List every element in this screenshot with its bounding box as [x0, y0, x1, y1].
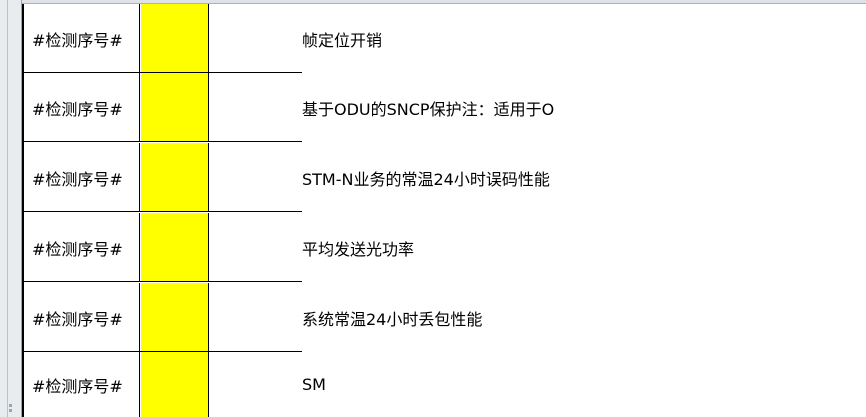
table-row: #检测序号# 基于ODU的SNCP保护注：适用于O: [24, 73, 866, 142]
table-row: #检测序号# STM-N业务的常温24小时误码性能: [24, 143, 866, 212]
cell-empty[interactable]: [209, 283, 302, 352]
spreadsheet-grid: #检测序号# 帧定位开销 #检测序号# 基于ODU的SNCP保护注：适用于O #…: [22, 4, 866, 417]
table-row: #检测序号# 系统常温24小时丢包性能: [24, 283, 866, 352]
cell-highlighted[interactable]: [141, 143, 209, 212]
row-divider: [24, 141, 302, 142]
cell-highlighted[interactable]: [141, 283, 209, 352]
cell-test-item[interactable]: 平均发送光功率: [302, 239, 415, 259]
table-row: #检测序号# 帧定位开销: [24, 4, 866, 73]
cell-highlighted[interactable]: [141, 352, 209, 417]
rail-guide-line: [7, 0, 8, 417]
sheet-top-edge: [22, 0, 866, 4]
row-divider: [24, 72, 302, 73]
cell-empty[interactable]: [209, 352, 302, 417]
cell-highlighted[interactable]: [141, 73, 209, 142]
cell-highlighted[interactable]: [141, 213, 209, 282]
left-scroll-rail[interactable]: [0, 0, 22, 417]
cell-sequence-label[interactable]: #检测序号#: [24, 4, 140, 73]
row-divider: [24, 211, 302, 212]
rail-grip-dot: [9, 404, 12, 407]
cell-test-item[interactable]: STM-N业务的常温24小时误码性能: [302, 169, 550, 189]
cell-test-item[interactable]: SM: [302, 375, 326, 394]
cell-sequence-label[interactable]: #检测序号#: [24, 352, 140, 417]
cell-test-item[interactable]: 系统常温24小时丢包性能: [302, 309, 483, 329]
table-row: #检测序号# 平均发送光功率: [24, 213, 866, 282]
cell-empty[interactable]: [209, 143, 302, 212]
row-divider: [24, 351, 302, 352]
cell-sequence-label[interactable]: #检测序号#: [24, 143, 140, 212]
cell-empty[interactable]: [209, 213, 302, 282]
row-divider: [24, 281, 302, 282]
rail-grip-dot: [9, 409, 12, 412]
table-row: #检测序号# SM: [24, 352, 866, 417]
cell-empty[interactable]: [209, 4, 302, 73]
cell-highlighted[interactable]: [141, 4, 209, 73]
cell-empty[interactable]: [209, 73, 302, 142]
cell-sequence-label[interactable]: #检测序号#: [24, 73, 140, 142]
cell-test-item[interactable]: 基于ODU的SNCP保护注：适用于O: [302, 99, 555, 119]
cell-sequence-label[interactable]: #检测序号#: [24, 283, 140, 352]
cell-test-item[interactable]: 帧定位开销: [302, 30, 383, 50]
cell-sequence-label[interactable]: #检测序号#: [24, 213, 140, 282]
